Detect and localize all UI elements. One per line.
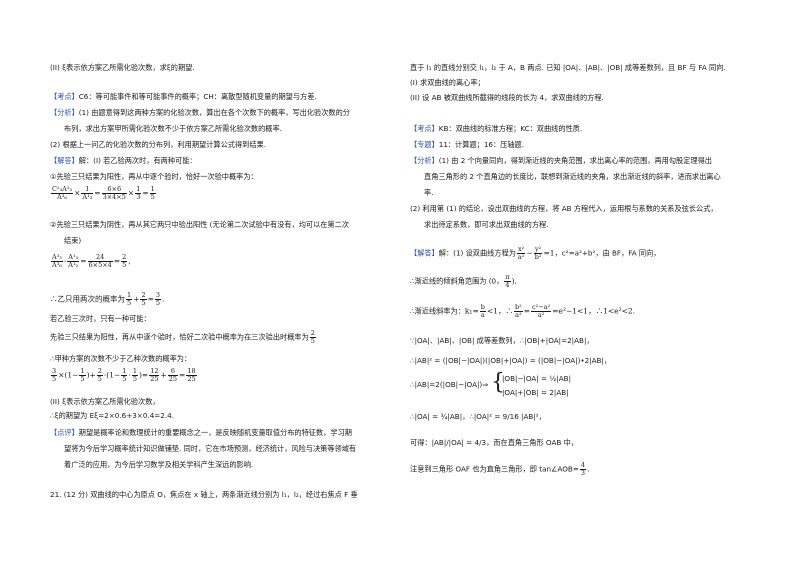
r-question-cont: 直于 l₁ 的直线分别交 l₁，l₂ 于 A，B 两点. 已知 |OA|、|AB… <box>410 63 726 72</box>
question-part-2: (II) ξ表示依方案乙所需化验次数，求ξ的期望. <box>50 63 195 72</box>
r-angle-text: ∴渐近线的倾斜角范围为 (0， <box>410 276 504 286</box>
r-fenxi-line-5: 求出待定系数，即可求出双曲线的方程. <box>424 220 549 229</box>
r-question-part-1: (I) 求双曲线的离心率； <box>410 78 485 87</box>
r-slope-tail: =e²−1<1，∴1<e²<2. <box>552 306 636 316</box>
r-system-pre: ∴|AB|=2(|OB|−|OA|)⇒ <box>410 380 489 389</box>
r-square-line: ∴|AB|² = (|OB|−|OA|)(|OB|+|OA|) = (|OB|−… <box>410 356 612 365</box>
question-21: 21. (12 分) 双曲线的中心为原点 O，焦点在 x 轴上，两条渐近线分别为… <box>50 490 358 499</box>
case-1-text: ①先验三只结果为阳性，再从中逐个验时，恰好一次验中概率为： <box>50 172 258 181</box>
fenxi-line-2: 布列，求出方案甲所需化验次数不少于依方案乙所需化验次数的概率. <box>64 124 282 133</box>
system-brace: { <box>491 370 505 395</box>
kaodian-tag: 【考点】 <box>50 92 79 101</box>
r-fenxi-tag: 【分析】 <box>410 156 439 165</box>
r-fenxi-text-1: (1) 由 2 个向量同向，得到渐近线的夹角范围，求出离心率的范围，再用勾股定理… <box>438 156 712 165</box>
r-jieda-tail: ，c²=a²+b²，由 BF，FA 同向， <box>554 248 661 258</box>
fenxi-tag: 【分析】 <box>50 108 79 117</box>
r-zhuanti-line: 【专题】11：计算题；16：压轴题. <box>410 140 524 149</box>
part-2-text: (II) ξ表示依方案乙所需化验次数， <box>50 397 160 406</box>
r-system-eq2: |OA|+|OB| = 2|AB| <box>502 388 569 397</box>
r-system-eq1: |OB|−|OA| = ½|AB| <box>502 374 571 383</box>
r-zhuanti-tag: 【专题】 <box>410 140 439 149</box>
fenxi-text-1: (1) 由题意得到这两种方案的化验次数，算出在各个次数下的概率，写出化验次数的分 <box>78 108 350 117</box>
dianping-tag: 【点评】 <box>50 428 79 437</box>
jieda-line: 【解答】解：(I) 若乙验两次时，有两种可能： <box>50 156 197 165</box>
r-fenxi-line-1: 【分析】(1) 由 2 个向量同向，得到渐近线的夹角范围，求出离心率的范围，再用… <box>410 156 712 165</box>
yi-three-text: 若乙验三次时，只有一种可能： <box>50 314 151 323</box>
expectation-text: ∴ξ的期望为 Eξ=2×0.6+3×0.4=2.4. <box>50 411 174 420</box>
jieda-text: 解：(I) 若乙验两次时，有两种可能： <box>78 156 197 165</box>
fenxi-line-3: (2) 根据上一问乙的化验次数的分布列，利用期望计算公式得到结果. <box>50 140 267 149</box>
r-fenxi-line-2: 直角三角形的 2 个直角边的长度比，联想到渐近线的夹角，求出渐近线的斜率，进而求… <box>424 172 721 181</box>
dianping-line-2: 望将为今后学习概率统计知识做铺垫. 同时，它在市场预测，经济统计，风险与决策等领… <box>64 444 357 453</box>
r-oa-line: ∴|OA| = ¾|AB|，∴|OA|² = 9/16 |AB|²， <box>410 412 546 421</box>
kaodian-text: C6：等可能事件和等可能事件的概率；CH：离散型随机变量的期望与方差. <box>78 92 317 101</box>
r-kaodian-text: KB：双曲线的标准方程；KC：双曲线的性质. <box>438 124 583 133</box>
jieda-tag: 【解答】 <box>50 156 79 165</box>
dianping-text-1: 期望是概率论和数理统计的重要概念之一，是反映随机变量取值分布的特征数，学习期 <box>78 428 352 437</box>
dianping-line-1: 【点评】期望是概率论和数理统计的重要概念之一，是反映随机变量取值分布的特征数，学… <box>50 428 352 437</box>
dianping-line-3: 着广泛的应用，为今后学习数学及相关学科产生深远的影响. <box>64 460 254 469</box>
yi-two-label: ∴乙只用两次的概率为 <box>50 294 125 304</box>
case-2-text-b: 结束) <box>64 236 82 245</box>
r-note-text: 注意到三角形 OAF 也为直角三角形，即 tan∠AOB= <box>410 464 579 474</box>
r-slope-text: ∴渐近线斜率为： <box>410 306 465 316</box>
r-zhuanti-text: 11：计算题；16：压轴题. <box>438 140 525 149</box>
r-fenxi-line-4: (2) 利用第 (1) 的结论，设出双曲线的方程，将 AB 方程代入，运用根与系… <box>410 204 718 213</box>
r-kaodian-tag: 【考点】 <box>410 124 439 133</box>
r-kaodian-line: 【考点】KB：双曲线的标准方程；KC：双曲线的性质. <box>410 124 582 133</box>
r-get-line: 可得：|AB|/|OA| = 4/3，而在直角三角形 OAB 中， <box>410 438 578 447</box>
r-jieda-text: 解：(1) 设双曲线方程为 <box>438 248 516 258</box>
kaodian-line: 【考点】C6：等可能事件和等可能事件的概率；CH：离散型随机变量的期望与方差. <box>50 92 317 101</box>
r-question-part-2: (II) 设 AB 被双曲线所截得的线段的长为 4，求双曲线的方程. <box>410 93 604 102</box>
fenxi-line-1: 【分析】(1) 由题意得到这两种方案的化验次数，算出在各个次数下的概率，写出化验… <box>50 108 350 117</box>
case-2-text-a: ②先验三只结果为阴性，再从其它两只中验出阳性 (无论第二次试验中有没有，均可以在… <box>50 220 350 229</box>
r-jieda-tag: 【解答】 <box>410 248 439 258</box>
r-fenxi-line-3: 率. <box>424 188 434 197</box>
case-3-text: 先验三只结果为阳性，再从中逐个验时，恰好二次验中概率为在三次验出时概率为 <box>50 332 309 342</box>
r-arith-line: ∵|OA|、|AB|、|OB| 成等差数列，∴|OB|+|OA|=2|AB|， <box>410 336 594 345</box>
jia-text: ∴甲种方案的次数不少于乙种次数的概率为： <box>50 354 192 363</box>
